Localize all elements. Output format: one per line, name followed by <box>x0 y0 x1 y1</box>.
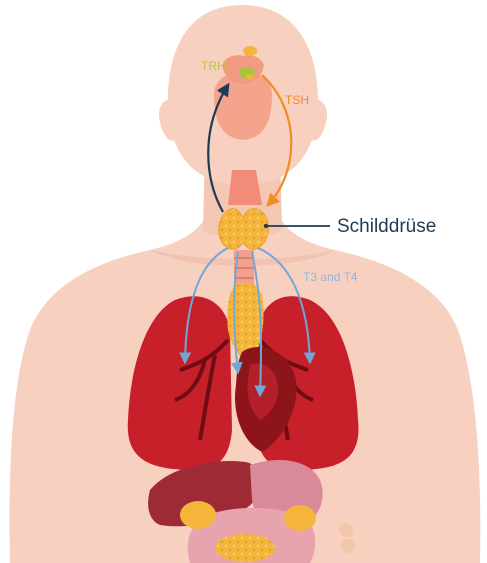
callout-dot <box>264 224 268 228</box>
pancreas <box>215 534 275 562</box>
larynx <box>228 170 262 205</box>
colon-bead-2 <box>341 539 355 553</box>
pituitary-spot <box>246 74 254 80</box>
colon-bead-1 <box>339 523 353 537</box>
hypothalamus-dot <box>243 46 257 56</box>
t3t4-label: T3 and T4 <box>303 270 358 284</box>
tsh-label: TSH <box>285 93 309 107</box>
right-kidney <box>284 505 316 531</box>
thyroid-label: Schilddrüse <box>337 216 436 237</box>
left-kidney <box>180 501 216 529</box>
trh-label: TRH <box>201 59 226 73</box>
